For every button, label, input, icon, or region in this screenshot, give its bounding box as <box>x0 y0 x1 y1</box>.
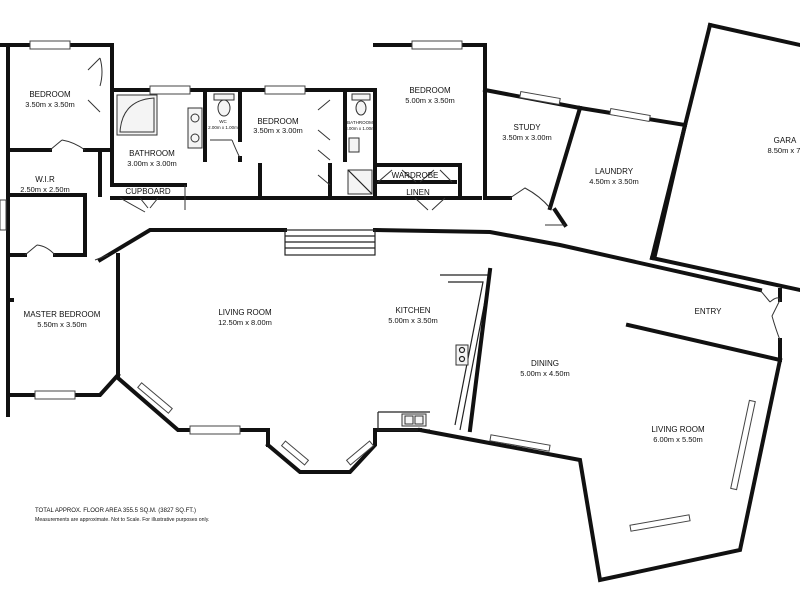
room-name: WARDROBE <box>392 171 439 180</box>
room-dims: 3.50m x 3.50m <box>25 100 75 109</box>
room-name: LAUNDRY <box>595 167 634 176</box>
room-name: DINING <box>531 359 559 368</box>
windows <box>0 40 756 532</box>
room-dims: 5.00m x 3.50m <box>405 96 455 105</box>
room-labels: BEDROOM 3.50m x 3.50m BATHROOM 3.00m x 3… <box>20 86 800 444</box>
doors <box>24 57 781 341</box>
room-name: BEDROOM <box>29 90 71 99</box>
room-dims: 2.50m x 2.50m <box>20 185 70 194</box>
room-name: LIVING ROOM <box>651 425 705 434</box>
room-dims: 3.50m x 3.00m <box>502 133 552 142</box>
room-dims: 8.50m x 7. <box>767 146 800 155</box>
room-dims: 3.00m x 1.00m <box>345 126 375 131</box>
room-name: GARA <box>774 136 797 145</box>
room-dims: 4.50m x 3.50m <box>589 177 639 186</box>
main-wing-walls <box>6 227 783 583</box>
room-dims: 6.00m x 5.50m <box>653 435 703 444</box>
room-name: KITCHEN <box>395 306 430 315</box>
room-name: LIVING ROOM <box>218 308 272 317</box>
room-name: MASTER BEDROOM <box>24 310 101 319</box>
steps <box>284 229 376 256</box>
fixtures <box>116 93 469 427</box>
room-dims: 5.00m x 3.50m <box>388 316 438 325</box>
disclaimer: Measurements are approximate. Not to Sca… <box>35 517 209 523</box>
room-dims: 12.50m x 8.00m <box>218 318 272 327</box>
room-name: ENTRY <box>695 307 723 316</box>
room-dims: 5.00m x 4.50m <box>520 369 570 378</box>
room-name: CUPBOARD <box>125 187 171 196</box>
room-name: WC <box>219 119 227 124</box>
room-name: LINEN <box>406 188 430 197</box>
room-dims: 2.00m x 1.00m <box>208 125 238 130</box>
floor-area-note: TOTAL APPROX. FLOOR AREA 355.5 SQ.M. (38… <box>35 508 209 523</box>
room-dims: 5.50m x 3.50m <box>37 320 87 329</box>
room-dims: 3.50m x 3.00m <box>253 126 303 135</box>
room-name: BATHROOM <box>129 149 175 158</box>
room-dims: 3.00m x 3.00m <box>127 159 177 168</box>
room-name: W.I.R <box>35 175 55 184</box>
total-floor-area: TOTAL APPROX. FLOOR AREA 355.5 SQ.M. (38… <box>35 508 196 514</box>
room-name: BEDROOM <box>409 86 451 95</box>
room-name: BATHROOM <box>347 120 373 125</box>
room-name: STUDY <box>513 123 541 132</box>
room-name: BEDROOM <box>257 117 299 126</box>
